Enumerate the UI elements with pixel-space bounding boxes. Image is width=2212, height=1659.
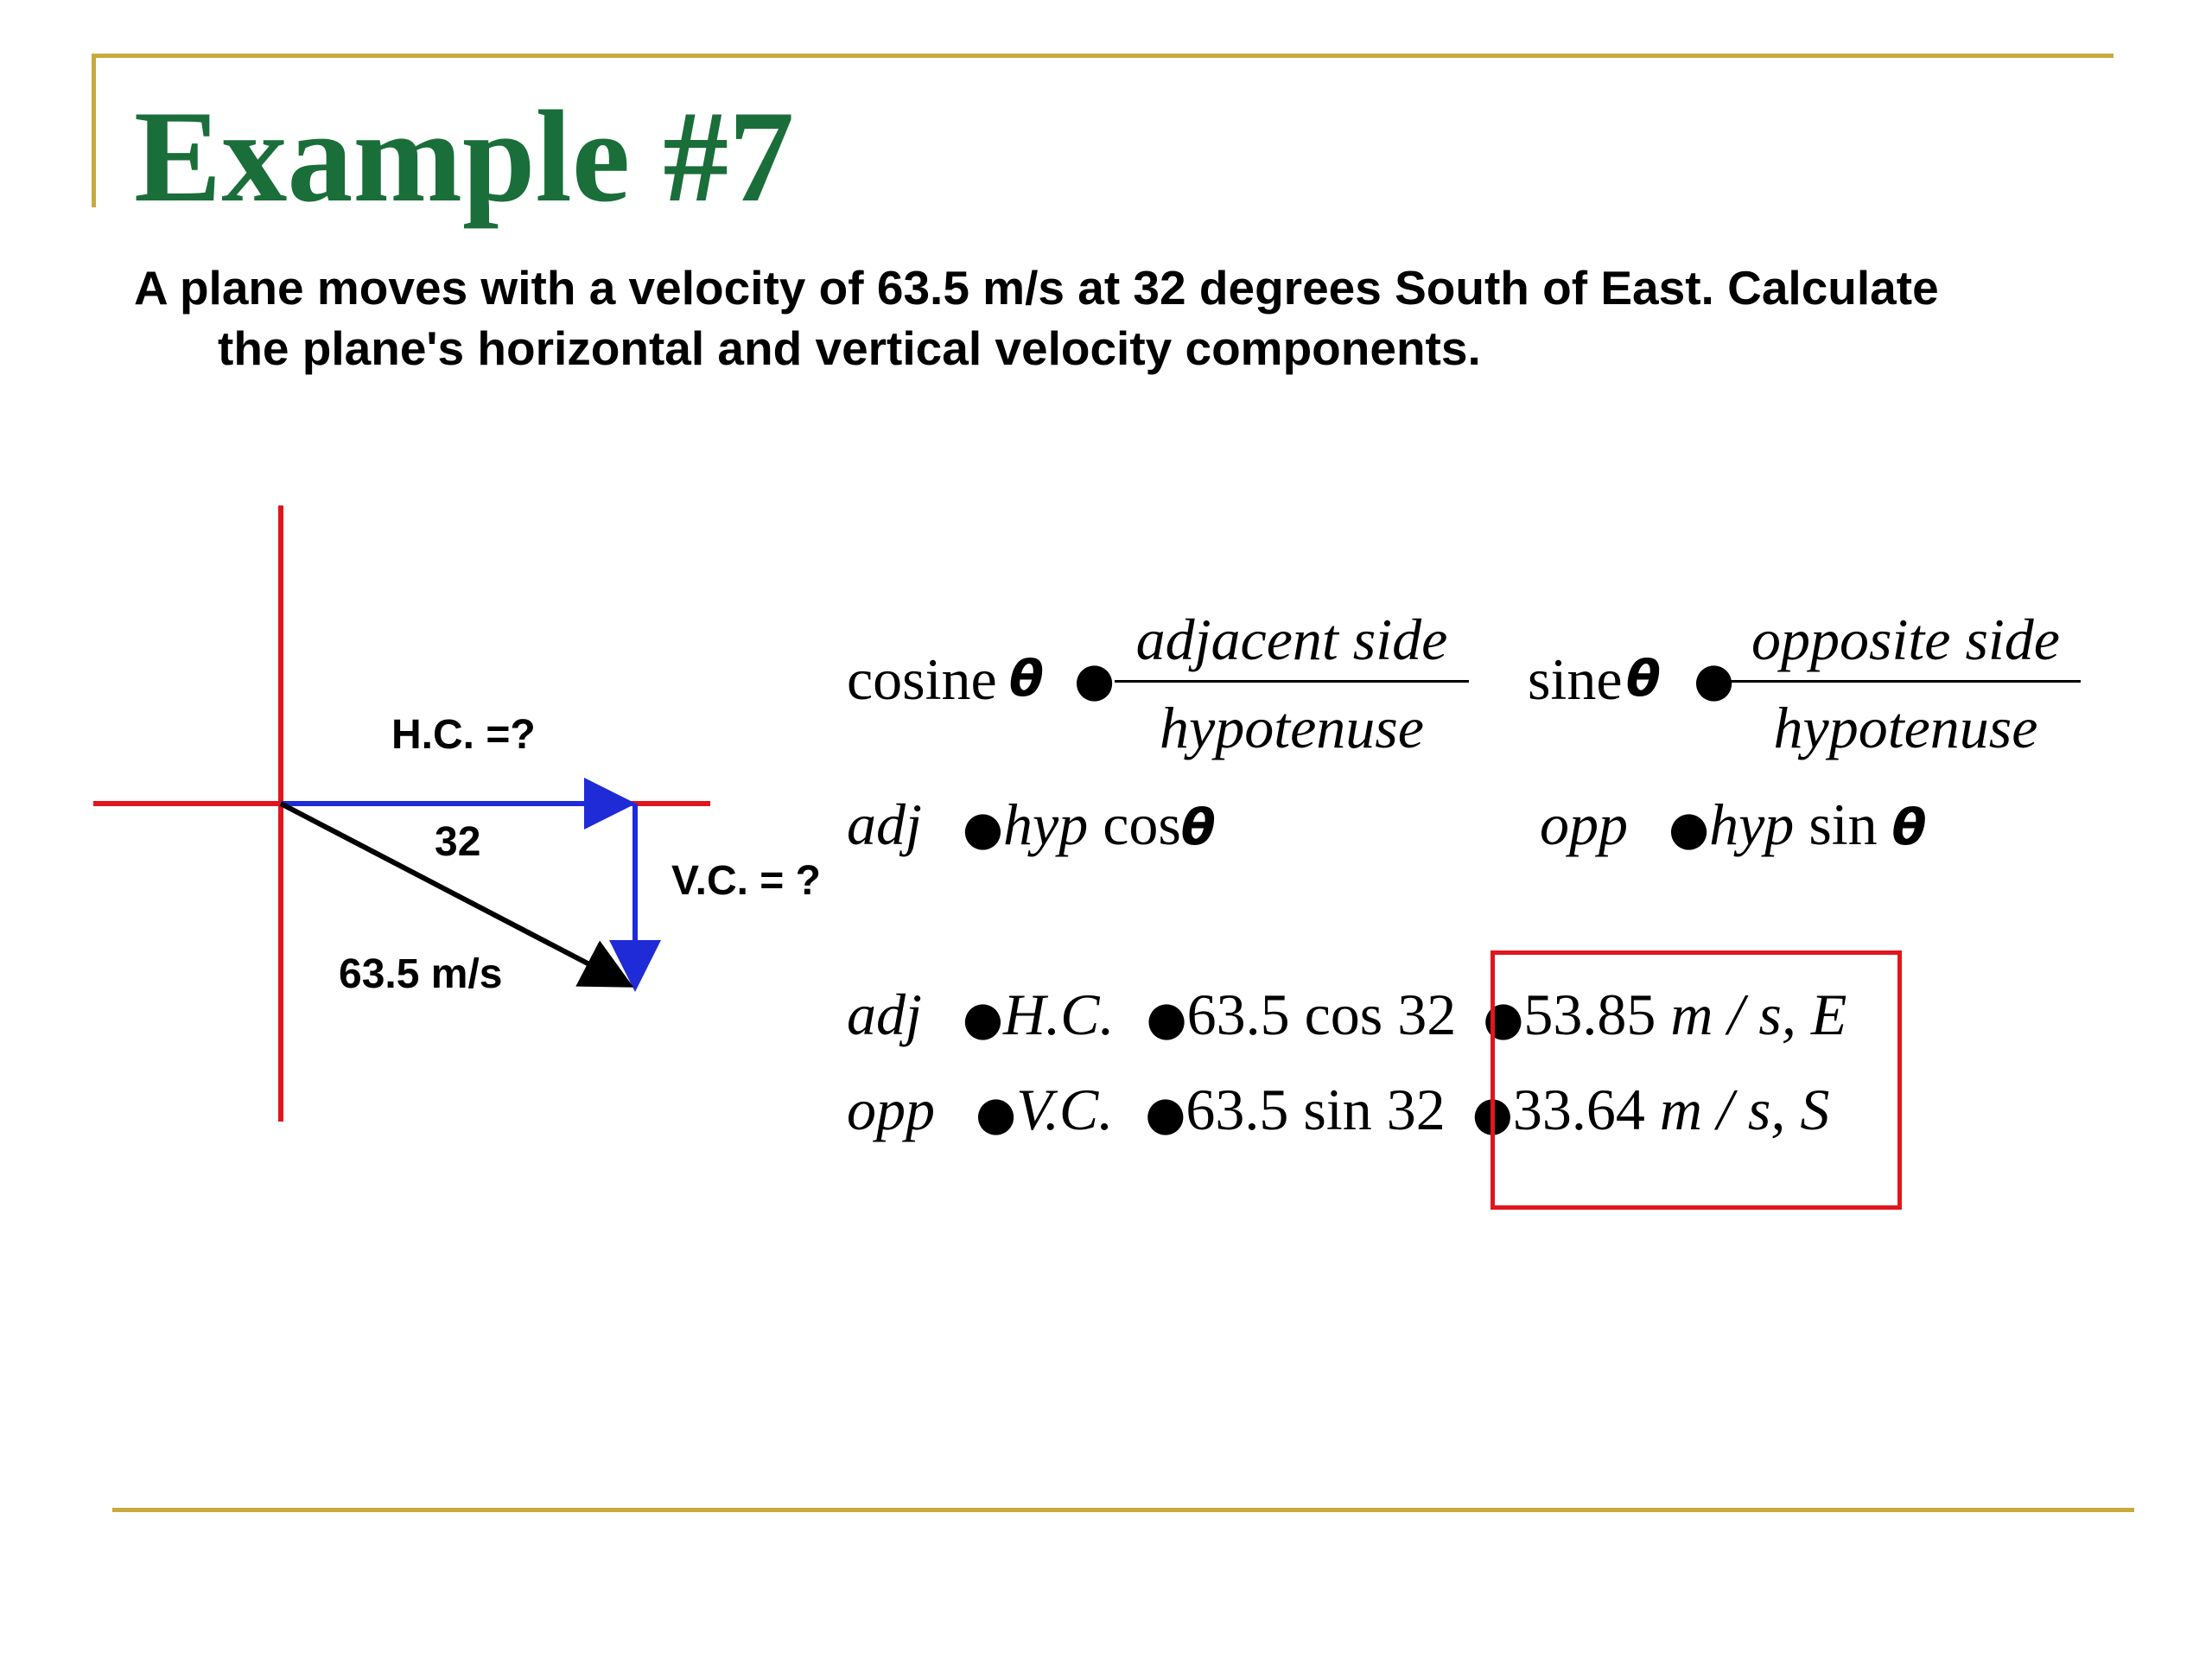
equals-symbol: ● xyxy=(1074,652,1116,707)
hc-label: H.C. =? xyxy=(391,712,536,758)
cosine-numerator: adjacent side xyxy=(1135,607,1448,672)
adj-hyp: hyp xyxy=(1003,791,1089,857)
vc-solution: opp ●V.C. ●63.5 sin 32 ●33.64 m / s, S xyxy=(847,1080,1829,1139)
vc-lhs: opp xyxy=(847,1077,935,1142)
vc-label: V.C. = ? xyxy=(671,858,821,904)
hypotenuse-label: 63.5 m/s xyxy=(339,951,502,997)
theta-symbol: θ xyxy=(1891,798,1927,856)
problem-line-2: the plane's horizontal and vertical velo… xyxy=(218,321,1481,375)
equals-symbol: ● xyxy=(976,1086,1017,1141)
equals-symbol: ● xyxy=(962,801,1004,855)
answer-highlight-box xyxy=(1491,950,1902,1210)
hc-expression: 63.5 cos 32 xyxy=(1186,982,1457,1047)
theta-symbol: θ xyxy=(1180,798,1216,856)
cosine-lhs: cosine xyxy=(847,646,997,712)
hc-solution: adj ●H.C. ●63.5 cos 32 ●53.85 m / s, E xyxy=(847,985,1847,1044)
problem-line-1: A plane moves with a velocity of 63.5 m/… xyxy=(134,261,1939,315)
opp-formula: opp ●hyp sin θ xyxy=(1540,795,1927,854)
equals-symbol: ● xyxy=(1669,801,1710,855)
left-rule xyxy=(92,54,96,207)
vc-result: 33.64 xyxy=(1512,1077,1645,1142)
cosine-fraction-bar xyxy=(1115,680,1469,683)
equals-symbol: ● xyxy=(1483,991,1524,1046)
bottom-rule xyxy=(112,1508,2134,1512)
theta-symbol: θ xyxy=(1626,649,1661,708)
problem-statement: A plane moves with a velocity of 63.5 m/… xyxy=(134,257,2078,378)
sine-lhs: sine xyxy=(1528,646,1623,712)
cosine-denominator: hypotenuse xyxy=(1160,695,1424,760)
opp-lhs: opp xyxy=(1540,791,1628,857)
vc-variable: V.C. xyxy=(1016,1077,1114,1142)
sine-denominator: hypotenuse xyxy=(1773,695,2038,760)
slide-title: Example #7 xyxy=(134,84,795,229)
sine-numerator: opposite side xyxy=(1751,607,2060,672)
equals-symbol: ● xyxy=(1146,991,1187,1046)
hc-unit: m / s, E xyxy=(1670,982,1847,1047)
vc-expression: 63.5 sin 32 xyxy=(1185,1077,1446,1142)
theta-symbol: θ xyxy=(1009,649,1044,708)
adj-formula: adj ●hyp cosθ xyxy=(847,795,1216,854)
top-rule xyxy=(92,54,2113,58)
equals-symbol: ● xyxy=(1145,1086,1186,1141)
hc-variable: H.C. xyxy=(1003,982,1115,1047)
sin-function: sin xyxy=(1808,791,1878,857)
cos-function: cos xyxy=(1103,791,1181,857)
sine-fraction-bar xyxy=(1731,680,2081,683)
opp-hyp: hyp xyxy=(1709,791,1795,857)
hc-lhs: adj xyxy=(847,982,922,1047)
hc-result: 53.85 xyxy=(1523,982,1656,1047)
vc-unit: m / s, S xyxy=(1659,1077,1830,1142)
adj-lhs: adj xyxy=(847,791,922,857)
angle-label: 32 xyxy=(435,819,480,865)
equals-symbol: ● xyxy=(1694,652,1735,707)
equals-symbol: ● xyxy=(962,991,1004,1046)
resultant-vector xyxy=(279,801,634,988)
